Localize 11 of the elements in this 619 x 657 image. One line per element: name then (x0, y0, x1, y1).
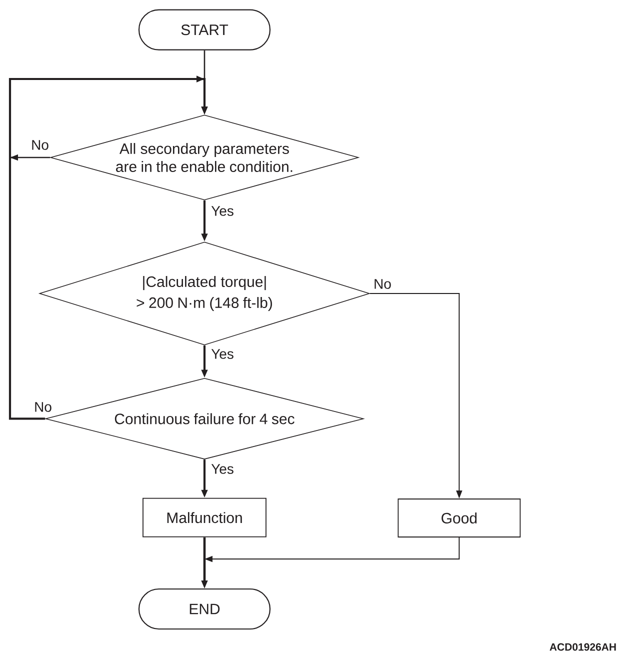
edge-label: Yes (210, 463, 235, 475)
edge-label: No (372, 278, 392, 290)
edge-label: Yes (210, 205, 235, 217)
terminal-box: START (138, 9, 271, 50)
flow-arrow (8, 76, 208, 420)
edge-label: No (30, 139, 50, 151)
terminal-box: END (138, 588, 271, 630)
edge-label: Yes (210, 348, 235, 360)
figure-code: ACD01926AH (550, 643, 616, 651)
process-box: Malfunction (142, 498, 266, 538)
process-box: Good (398, 498, 521, 538)
